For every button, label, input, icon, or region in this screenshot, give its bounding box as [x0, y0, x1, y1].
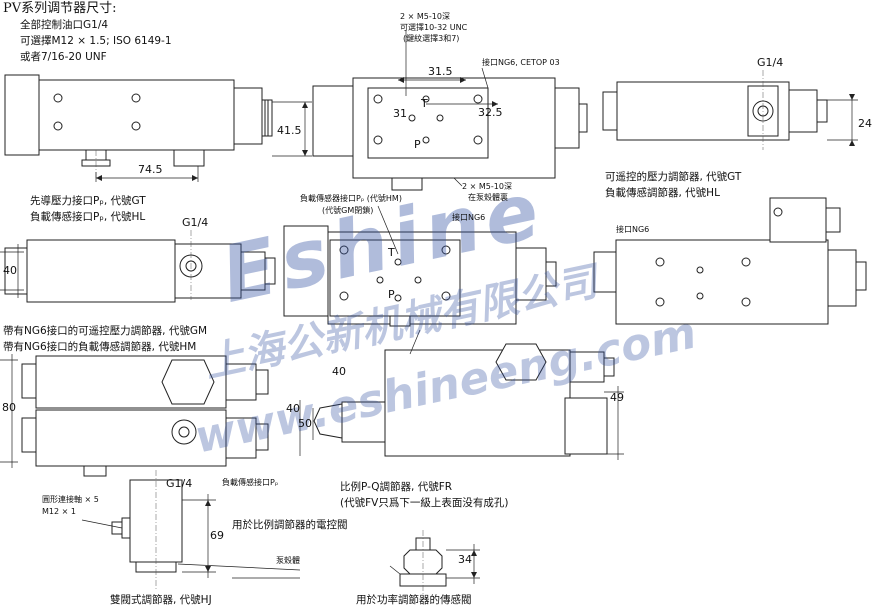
- dual-regulator-drawing: [0, 354, 269, 477]
- screw-bottom-1: 2 × M5-10深: [462, 182, 512, 191]
- dim-41-5: [272, 101, 312, 157]
- remote-gt-drawing: [602, 70, 858, 150]
- port-note-2: 可選擇M12 × 1.5; ISO 6149-1: [20, 35, 172, 47]
- proportional-pq-drawing: [299, 329, 624, 460]
- round-conn-label-2: M12 × 1: [42, 507, 76, 516]
- dim-31-5-label: 31.5: [428, 65, 453, 78]
- ng6-center-label: 接口NG6: [452, 213, 486, 222]
- load-port-label: 負載傳感接口Pₚ: [222, 478, 279, 487]
- remote-hl-label: 負載傳感調節器, 代號HL: [605, 187, 720, 199]
- dim-34-label: 34: [458, 553, 472, 566]
- dim-80-label: 80: [2, 401, 16, 414]
- gt-hl-label-1: 先導壓力接口Pₚ, 代號GT: [30, 195, 146, 207]
- port-p-top: P: [414, 138, 421, 151]
- dim-41-5-label: 41.5: [277, 124, 302, 137]
- screw-note-1: 2 × M5-10深: [400, 12, 450, 21]
- port-t-top: T: [421, 97, 428, 110]
- dim-24-label: 24: [858, 117, 872, 130]
- g14-mid-label: G1/4: [182, 216, 209, 229]
- fr-label-1: 比例P-Q調節器, 代號FR: [340, 481, 453, 493]
- interface-note: 接口NG6, CETOP 03: [482, 58, 560, 67]
- round-conn-label-1: 圓形連接軸 × 5: [42, 495, 99, 504]
- page-title: PV系列调节器尺寸:: [3, 1, 117, 16]
- g14-top-label: G1/4: [757, 56, 784, 69]
- load-port-hm-label: 負載傳感器接口Pₚ (代號HM): [300, 194, 402, 203]
- hm-label: 帶有NG6接口的負載傳感調節器, 代號HM: [3, 341, 197, 353]
- prop-valve-label: 用於比例調節器的電控閥: [232, 519, 348, 531]
- dim-49-label: 49: [610, 391, 624, 404]
- fr-label-2: (代號FV只爲下一級上表面没有成孔): [340, 497, 509, 509]
- ng6-right-label: 接口NG6: [616, 225, 650, 234]
- hj-valve-drawing: [81, 470, 301, 590]
- gm-closed-label: (代號GM閉鎖): [322, 206, 374, 215]
- dim-40-a-label: 40: [3, 264, 17, 277]
- dim-74-5-label: 74.5: [138, 163, 163, 176]
- screw-note-2: 可選擇10-32 UNC: [400, 23, 468, 32]
- dim-31-label: 31: [393, 107, 407, 120]
- remote-gt-label: 可遥控的壓力調節器, 代號GT: [605, 171, 742, 183]
- hj-label: 雙閥式調節器, 代號HJ: [110, 594, 212, 606]
- pump-body-label: 泵殼體: [276, 556, 300, 565]
- gm-label: 帶有NG6接口的可遥控壓力調節器, 代號GM: [3, 325, 208, 337]
- dim-74-5: [95, 166, 199, 182]
- dim-50-label: 50: [298, 417, 312, 430]
- regulator-gt-hl-drawing: [4, 74, 273, 180]
- port-note-3: 或者7/16-20 UNF: [20, 51, 107, 63]
- screw-bottom-2: 在泵殼體裏: [468, 193, 508, 202]
- gm-regulator-drawing: [0, 230, 276, 303]
- dim-69-label: 69: [210, 529, 224, 542]
- solenoid-regulator-drawing: [593, 197, 867, 325]
- screw-note-3: (鍵紋選擇3和7): [403, 34, 460, 43]
- ng6-interface-drawing: [312, 30, 588, 191]
- gt-hl-label-2: 負載傳感接口Pₚ, 代號HL: [30, 211, 146, 223]
- dim-40-b-label: 40: [332, 365, 346, 378]
- dim-32-5-label: 32.5: [478, 106, 503, 119]
- dim-40-c-label: 40: [286, 402, 300, 415]
- power-sensor-drawing: [389, 530, 480, 596]
- port-p-mid: P: [388, 288, 395, 301]
- center-ng6-drawing: [283, 205, 557, 327]
- port-note-1: 全部控制油口G1/4: [20, 19, 109, 31]
- port-t-mid: T: [388, 246, 395, 259]
- power-sensor-label: 用於功率調節器的傳感閥: [356, 594, 472, 606]
- g14-low-label: G1/4: [166, 477, 193, 490]
